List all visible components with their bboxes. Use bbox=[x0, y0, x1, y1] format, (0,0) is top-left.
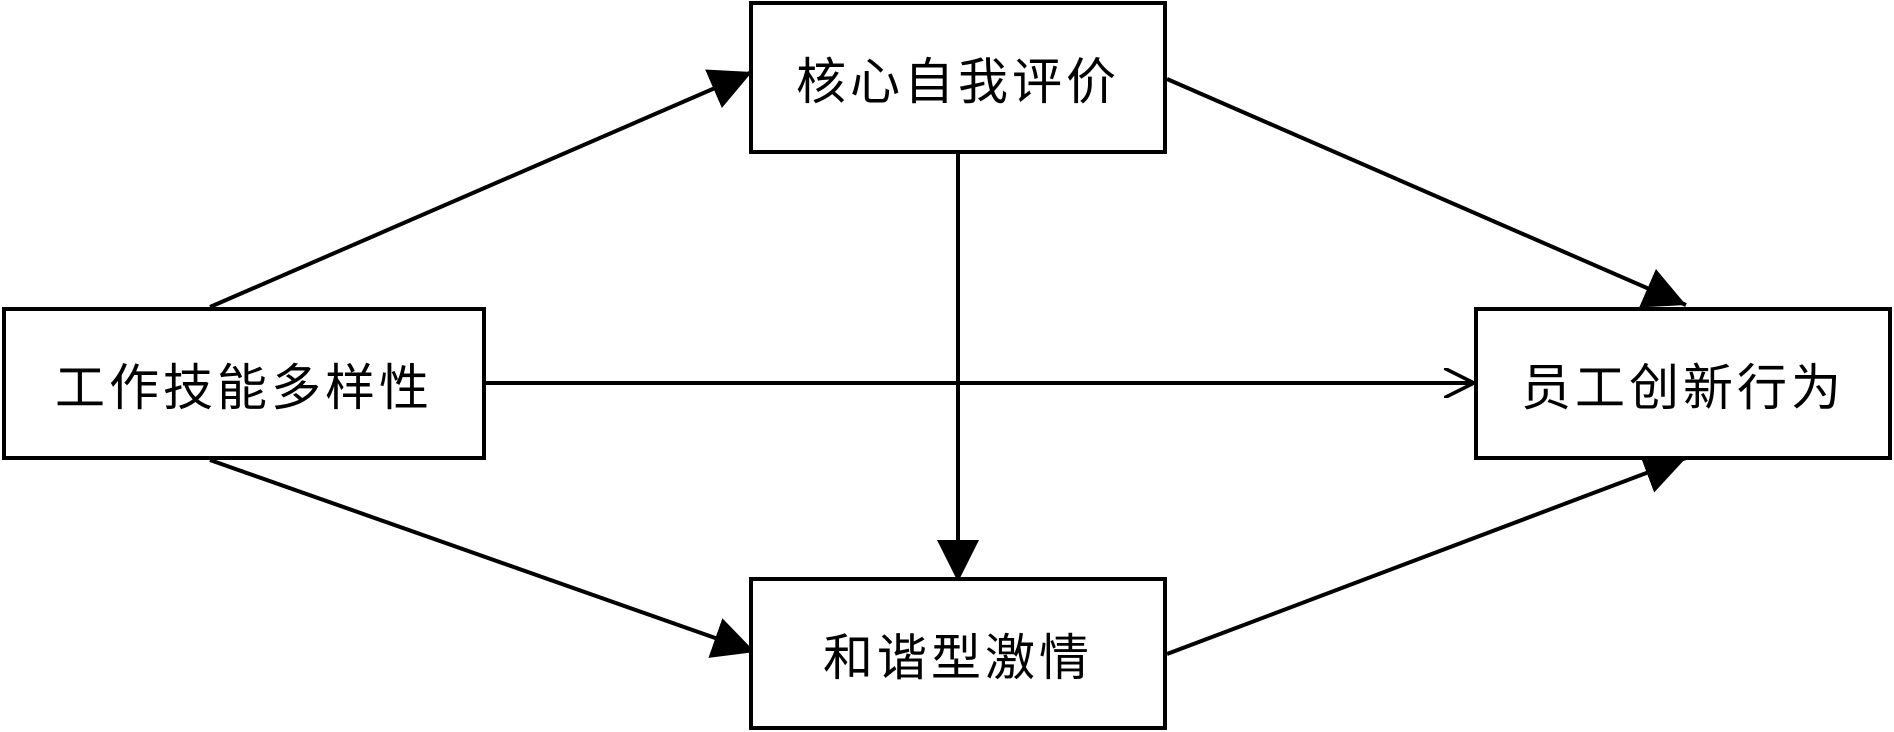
node-label-employee-innovation: 员工创新行为 bbox=[1521, 358, 1845, 417]
node-core-self-evaluation: 核心自我评价 bbox=[749, 1, 1167, 154]
arrow-skill-to-harmonious-passion bbox=[209, 458, 756, 658]
node-harmonious-passion: 和谐型激情 bbox=[749, 577, 1167, 730]
node-employee-innovation: 员工创新行为 bbox=[1474, 307, 1892, 460]
arrow-harmonious-passion-to-employee-innovation bbox=[1166, 453, 1687, 656]
node-label-core-self-evaluation: 核心自我评价 bbox=[796, 52, 1120, 111]
arrow-skill-to-core-self-evaluation bbox=[209, 69, 753, 309]
arrow-core-self-evaluation-to-employee-innovation bbox=[1166, 77, 1687, 308]
node-label-work-skill-variety: 工作技能多样性 bbox=[55, 358, 433, 417]
node-work-skill-variety: 工作技能多样性 bbox=[2, 307, 486, 460]
node-label-harmonious-passion: 和谐型激情 bbox=[823, 628, 1093, 687]
